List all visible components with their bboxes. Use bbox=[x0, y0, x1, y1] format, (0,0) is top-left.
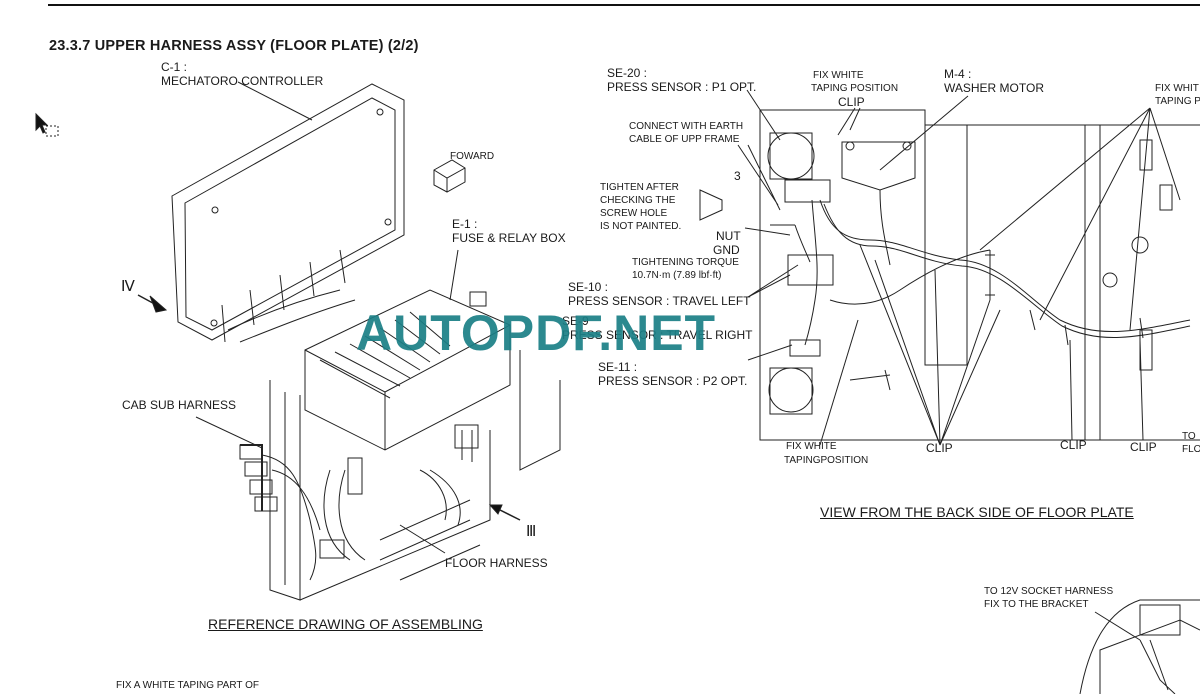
clip-label-2: CLIP bbox=[1060, 438, 1087, 452]
reference-drawing-caption: REFERENCE DRAWING OF ASSEMBLING bbox=[208, 616, 483, 632]
c1-code-label: C-1 : bbox=[161, 60, 188, 74]
se20-code-label: SE-20 : bbox=[607, 66, 648, 80]
connect-earth-label-2: CABLE OF UPP FRAME bbox=[629, 134, 740, 145]
fix-white-label-2b: TAPING P bbox=[1155, 96, 1200, 107]
clip-label-1: CLIP bbox=[926, 441, 953, 455]
gnd-label: GND bbox=[713, 243, 740, 257]
se11-name-label: PRESS SENSOR : P2 OPT. bbox=[598, 374, 748, 388]
nut-label: NUT bbox=[716, 229, 741, 243]
se10-code-label: SE-10 : bbox=[568, 280, 609, 294]
fix-white-label-1b: TAPING POSITION bbox=[811, 83, 899, 94]
top-rule bbox=[48, 4, 1200, 6]
clip-top-label: CLIP bbox=[838, 95, 865, 109]
fix-white-label-3a: FIX WHITE bbox=[786, 441, 837, 452]
torque-label-1: TIGHTENING TORQUE bbox=[632, 257, 739, 268]
fix-white-label-1a: FIX WHITE bbox=[813, 70, 864, 81]
watermark: AUTOPDF.NET bbox=[356, 305, 717, 361]
forward-label: FOWARD bbox=[450, 151, 495, 162]
to-floor-label-2: FLO bbox=[1182, 444, 1200, 455]
connect-earth-label-1: CONNECT WITH EARTH bbox=[629, 121, 744, 132]
se10-name-label: PRESS SENSOR : TRAVEL LEFT bbox=[568, 294, 751, 308]
se9-code-label: SE-9 bbox=[562, 314, 589, 328]
se9-name-label: PRESS SENSOR : TRAVEL RIGHT bbox=[562, 328, 753, 342]
e1-name-label: FUSE & RELAY BOX bbox=[452, 231, 566, 245]
floor-harness-label: FLOOR HARNESS bbox=[445, 556, 548, 570]
m4-name-label: WASHER MOTOR bbox=[944, 81, 1045, 95]
tighten-label-3: SCREW HOLE bbox=[600, 208, 668, 219]
back-side-view-caption: VIEW FROM THE BACK SIDE OF FLOOR PLATE bbox=[820, 504, 1134, 520]
ref-number-3: 3 bbox=[734, 169, 741, 183]
c1-name-label: MECHATORO CONTROLLER bbox=[161, 74, 324, 88]
socket-harness-label-2: FIX TO THE BRACKET bbox=[984, 599, 1089, 610]
socket-harness-label-1: TO 12V SOCKET HARNESS bbox=[984, 586, 1114, 597]
view-iv-label: Ⅳ bbox=[121, 278, 135, 295]
footer-cut-text: FIX A WHITE TAPING PART OF bbox=[116, 680, 259, 691]
fix-white-label-2a: FIX WHIT bbox=[1155, 83, 1199, 94]
torque-label-2: 10.7N·m (7.89 lbf·ft) bbox=[632, 270, 722, 281]
clip-label-3: CLIP bbox=[1130, 440, 1157, 454]
cab-sub-harness-label: CAB SUB HARNESS bbox=[122, 398, 237, 412]
view-iii-label: Ⅲ bbox=[526, 523, 537, 540]
fix-white-label-3b: TAPINGPOSITION bbox=[784, 455, 869, 466]
tighten-label-4: IS NOT PAINTED. bbox=[600, 221, 682, 232]
tighten-label-2: CHECKING THE bbox=[600, 195, 676, 206]
m4-code-label: M-4 : bbox=[944, 67, 972, 81]
se11-code-label: SE-11 : bbox=[598, 360, 638, 374]
e1-code-label: E-1 : bbox=[452, 217, 478, 231]
page-title: 23.3.7 UPPER HARNESS ASSY (FLOOR PLATE) … bbox=[49, 38, 419, 54]
tighten-label-1: TIGHTEN AFTER bbox=[600, 182, 679, 193]
se20-name-label: PRESS SENSOR : P1 OPT. bbox=[607, 80, 757, 94]
to-floor-label-1: TO bbox=[1182, 431, 1196, 442]
